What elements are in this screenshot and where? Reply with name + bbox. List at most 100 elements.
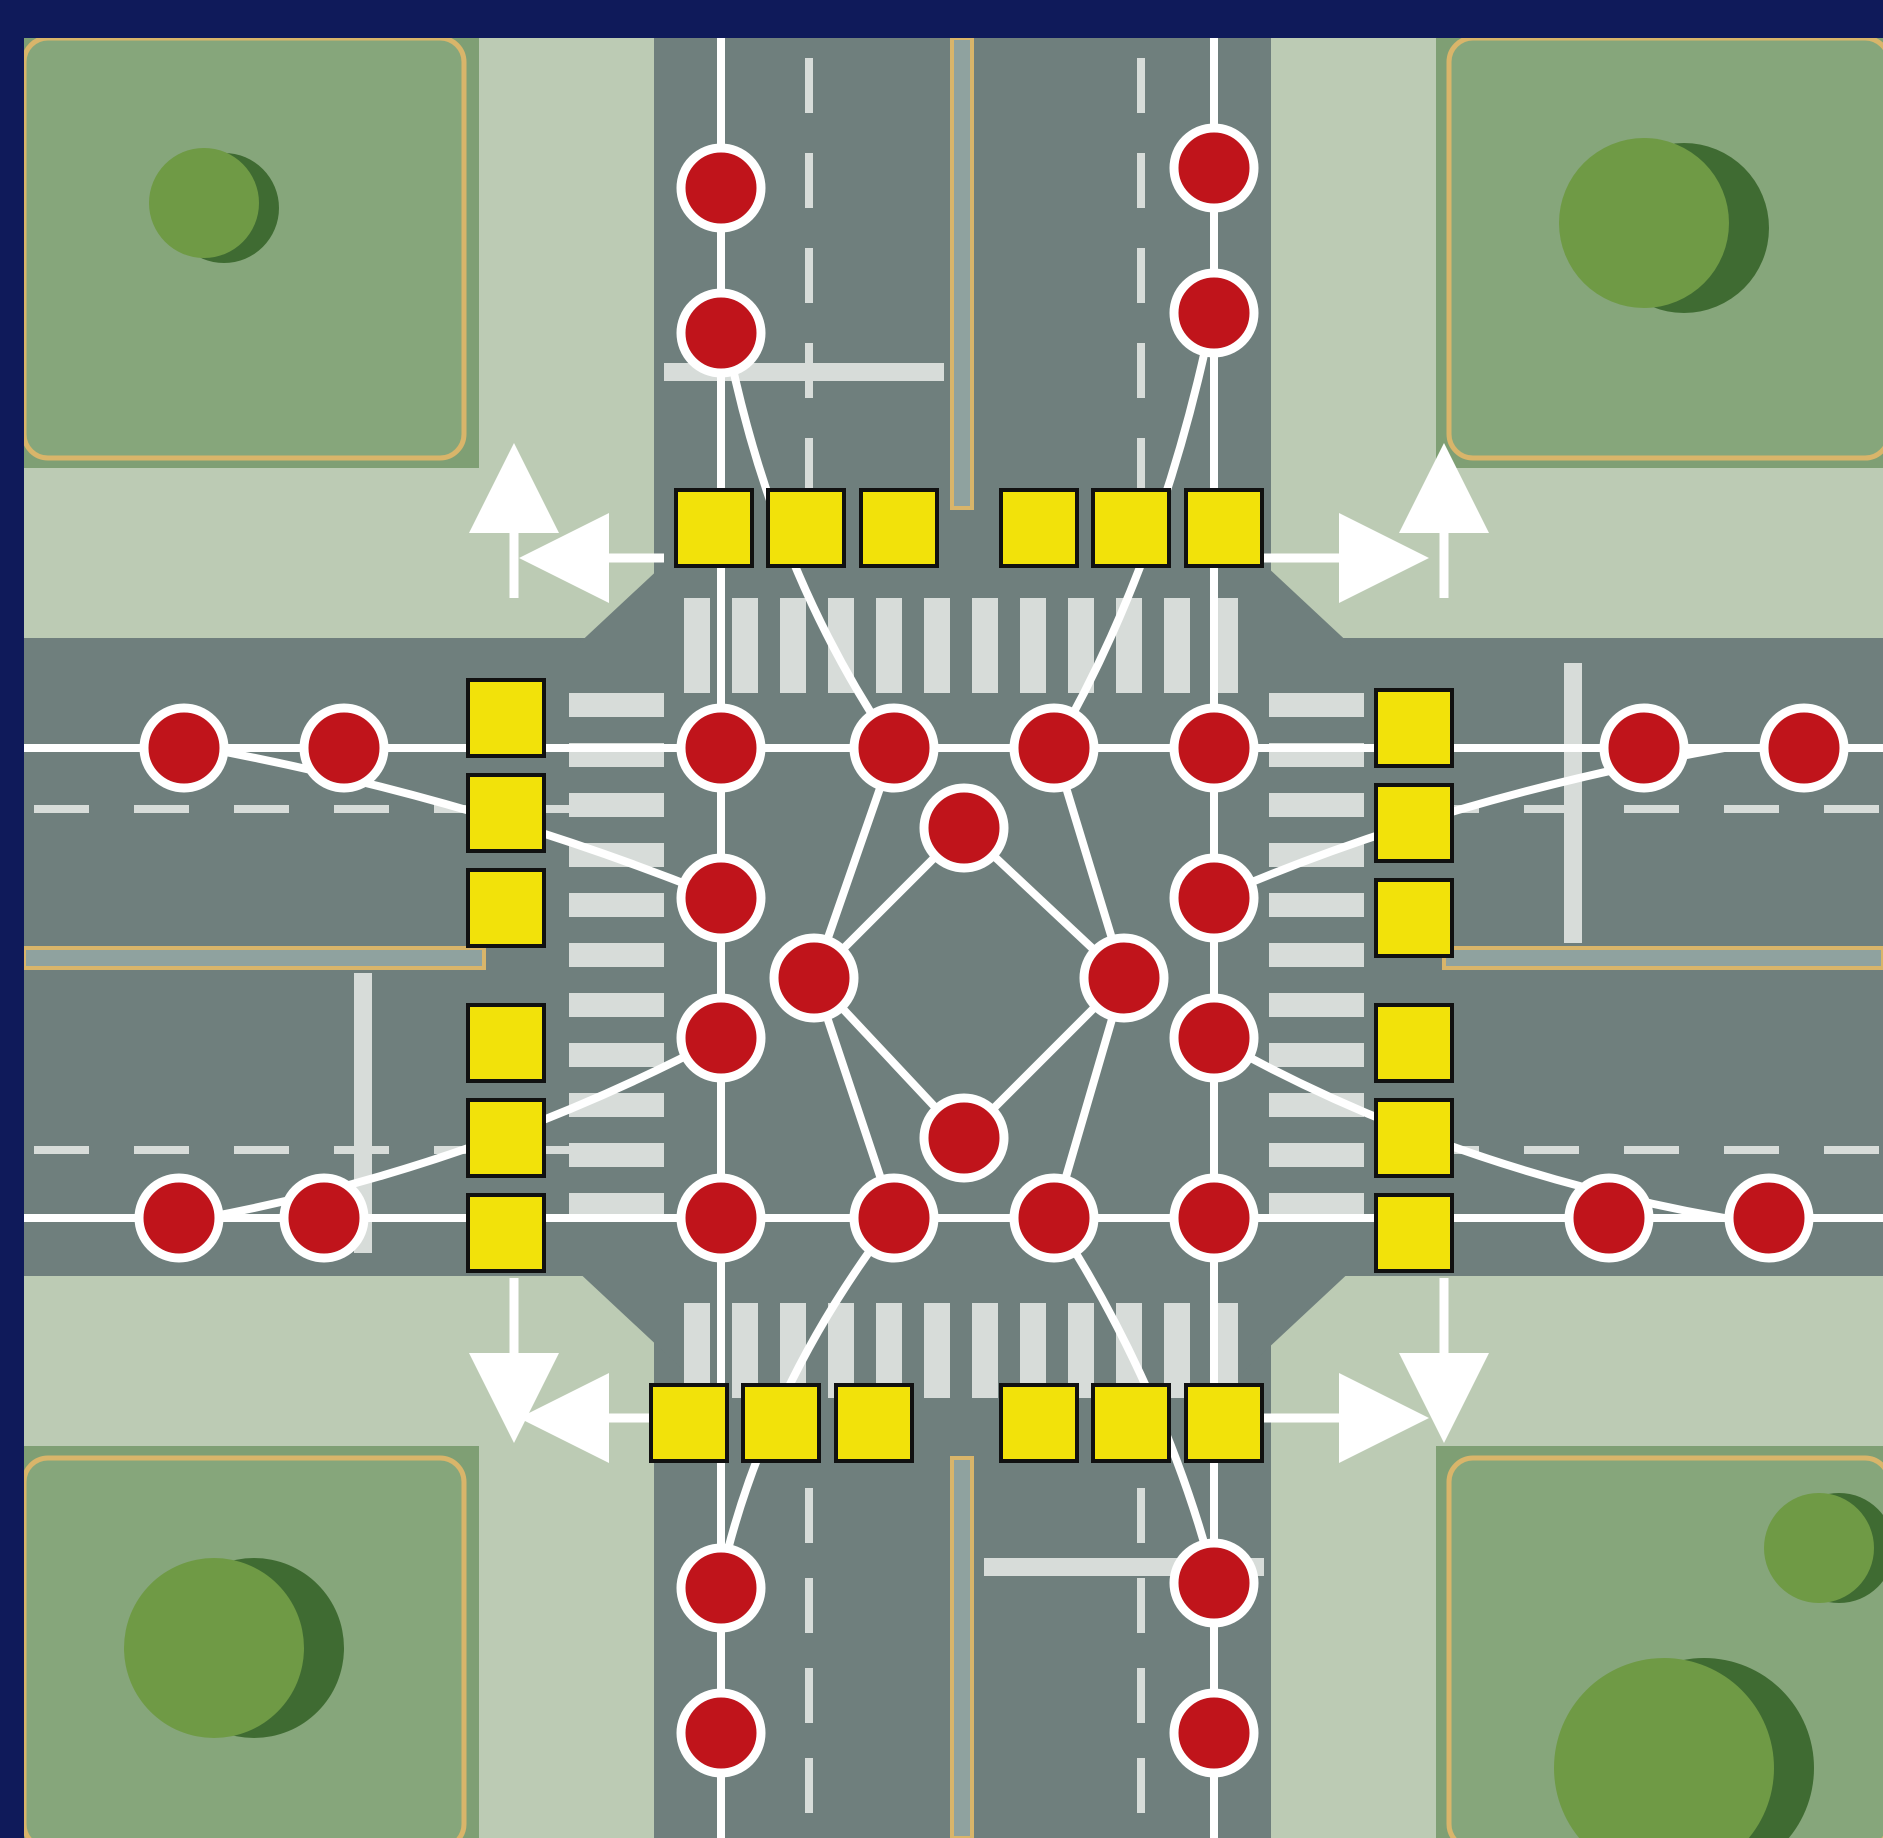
crosswalk-stripe-north [780, 598, 806, 693]
lane-dash [1137, 343, 1145, 398]
lane-dash [1524, 805, 1579, 813]
vehicle-conflict-circle [1174, 1178, 1254, 1258]
stop-line-east [1564, 663, 1582, 943]
vehicle-conflict-circle [1764, 708, 1844, 788]
crosswalk-stripe-north [1164, 598, 1190, 693]
vehicle-conflict-circle [1174, 858, 1254, 938]
pedestrian-conflict-square [468, 1100, 544, 1176]
vehicle-conflict-circle [304, 708, 384, 788]
lane-dash [1824, 1146, 1879, 1154]
median-north [952, 38, 972, 508]
lane-dash [134, 805, 189, 813]
lane-dash [1624, 1146, 1679, 1154]
lane-dash [805, 438, 813, 493]
lane-dash [805, 1578, 813, 1633]
lane-dash [805, 1488, 813, 1543]
crosswalk-stripe-west [569, 993, 664, 1017]
crosswalk-stripe-south [924, 1303, 950, 1398]
pedestrian-conflict-square [1093, 1385, 1169, 1461]
vehicle-conflict-circle [924, 1098, 1004, 1178]
tree-se-small [1764, 1493, 1883, 1603]
lane-dash [334, 805, 389, 813]
lane-dash [1137, 438, 1145, 493]
intersection-svg [24, 38, 1883, 1838]
crosswalk-stripe-south [972, 1303, 998, 1398]
vehicle-conflict-circle [774, 938, 854, 1018]
pedestrian-conflict-square [1186, 490, 1262, 566]
pedestrian-conflict-square [1376, 1005, 1452, 1081]
vehicle-conflict-circle [681, 293, 761, 373]
crosswalk-stripe-north [876, 598, 902, 693]
pedestrian-conflict-square [1376, 1100, 1452, 1176]
sidewalk-east-top [1271, 468, 1883, 638]
lane-dash [1724, 805, 1779, 813]
vehicle-conflict-circle [1014, 1178, 1094, 1258]
vehicle-conflict-circle [681, 1178, 761, 1258]
vehicle-conflict-circle [681, 1548, 761, 1628]
median-east [1444, 948, 1883, 968]
vehicle-conflict-circle [1174, 1543, 1254, 1623]
vehicle-conflict-circle [1729, 1178, 1809, 1258]
lane-dash [234, 805, 289, 813]
crosswalk-stripe-east [1269, 993, 1364, 1017]
pedestrian-conflict-square [836, 1385, 912, 1461]
lane-dash [1137, 1758, 1145, 1813]
crosswalk-stripe-west [569, 893, 664, 917]
median-south [952, 1458, 972, 1838]
lane-dash [805, 343, 813, 398]
vehicle-conflict-circle [681, 858, 761, 938]
vehicle-conflict-circle [1174, 273, 1254, 353]
pedestrian-conflict-square [1376, 785, 1452, 861]
vehicle-conflict-circle [1174, 128, 1254, 208]
tree-sw [124, 1558, 344, 1738]
crosswalk-stripe-west [569, 943, 664, 967]
lane-dash [805, 1758, 813, 1813]
sidewalk-west-bottom [24, 1276, 654, 1446]
lane-dash [134, 1146, 189, 1154]
vehicle-conflict-circle [1174, 1693, 1254, 1773]
median-west [24, 948, 484, 968]
pedestrian-conflict-square [468, 680, 544, 756]
crosswalk-stripe-north [732, 598, 758, 693]
vehicle-conflict-circle [284, 1178, 364, 1258]
crosswalk-stripe-west [569, 693, 664, 717]
lane-dash [34, 1146, 89, 1154]
pedestrian-conflict-square [1001, 490, 1077, 566]
pedestrian-conflict-square [651, 1385, 727, 1461]
vehicle-conflict-circle [1174, 708, 1254, 788]
vehicle-conflict-circle [854, 1178, 934, 1258]
lane-dash [1137, 1488, 1145, 1543]
pedestrian-conflict-square [468, 870, 544, 946]
tree-se-large [1554, 1658, 1814, 1838]
lane-dash [805, 58, 813, 113]
lane-dash [805, 248, 813, 303]
lane-dash [1137, 58, 1145, 113]
pedestrian-conflict-square [1186, 1385, 1262, 1461]
lane-dash [1824, 805, 1879, 813]
lane-dash [1137, 248, 1145, 303]
lane-dash [1137, 1578, 1145, 1633]
vehicle-conflict-circle [681, 1693, 761, 1773]
pedestrian-conflict-square [1376, 880, 1452, 956]
pedestrian-conflict-square [468, 1195, 544, 1271]
pedestrian-conflict-square [768, 490, 844, 566]
pedestrian-conflict-square [1376, 1195, 1452, 1271]
pedestrian-conflict-square [1376, 690, 1452, 766]
crosswalk-stripe-east [1269, 1143, 1364, 1167]
vehicle-conflict-circle [681, 148, 761, 228]
lane-dash [1137, 1668, 1145, 1723]
pedestrian-conflict-square [1001, 1385, 1077, 1461]
vehicle-conflict-circle [1084, 938, 1164, 1018]
crosswalk-stripe-west [569, 1043, 664, 1067]
sidewalk-west-top [24, 468, 654, 638]
vehicle-conflict-circle [139, 1178, 219, 1258]
vehicle-conflict-circle [144, 708, 224, 788]
crosswalk-stripe-north [924, 598, 950, 693]
vehicle-conflict-circle [924, 788, 1004, 868]
vehicle-conflict-circle [681, 708, 761, 788]
crosswalk-stripe-north [684, 598, 710, 693]
pedestrian-conflict-square [468, 775, 544, 851]
crosswalk-stripe-east [1269, 893, 1364, 917]
lane-dash [805, 153, 813, 208]
